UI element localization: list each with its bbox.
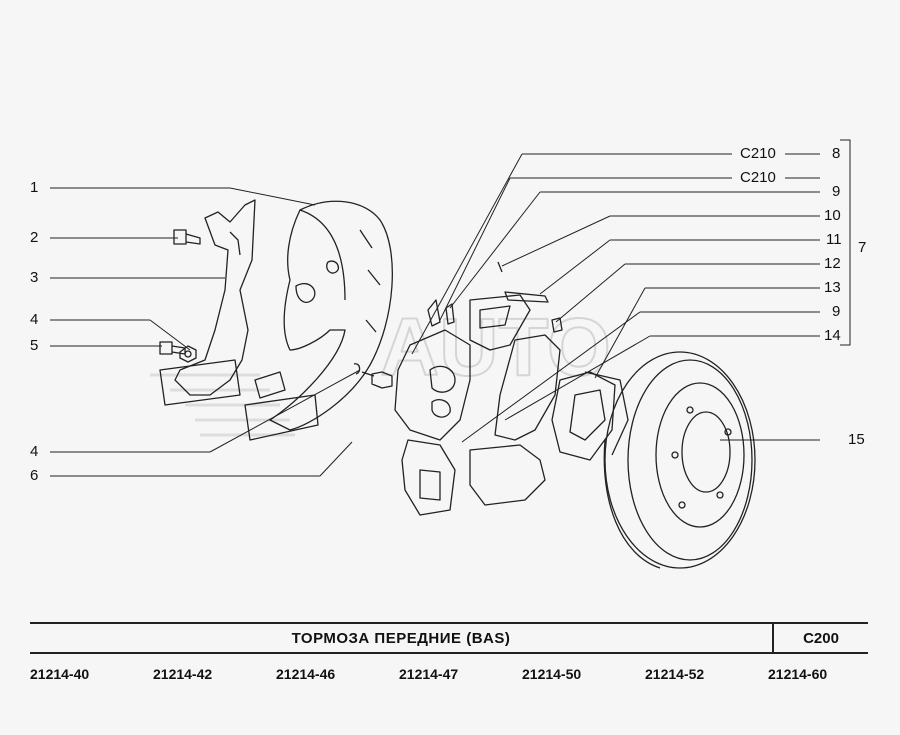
callout-4: 4 <box>30 311 39 328</box>
leader-lines <box>50 139 851 477</box>
callout-8: 8 <box>832 145 841 162</box>
callout-5: 5 <box>30 337 39 354</box>
model-code: 21214-50 <box>522 666 582 682</box>
callout-10: 10 <box>824 207 841 224</box>
model-code: 21214-47 <box>399 666 459 682</box>
diagram-title: ТОРМОЗА ПЕРЕДНИЕ (BAS) <box>30 624 774 652</box>
callout-9: 9 <box>832 183 841 200</box>
callout-11: 11 <box>826 231 842 248</box>
diagram-code: C200 <box>803 629 839 647</box>
callout-3: 3 <box>30 269 39 286</box>
callout-12: 12 <box>824 255 841 272</box>
brake-disc <box>603 351 756 569</box>
callout-9-lower: 9 <box>832 303 841 320</box>
shim-plates <box>159 359 319 441</box>
brake-pads <box>551 371 629 461</box>
svg-text:AUTO: AUTO <box>380 302 611 393</box>
callout-4-lower: 4 <box>30 443 39 460</box>
model-code: 21214-40 <box>30 666 90 682</box>
bolt-parts <box>159 229 393 389</box>
callout-15: 15 <box>848 431 865 448</box>
model-list: 21214-40 21214-42 21214-46 21214-47 2121… <box>0 666 900 686</box>
ref-c210-lower: C210 <box>740 169 776 186</box>
ref-c210-upper: C210 <box>740 145 776 162</box>
dust-shield-part <box>269 200 393 431</box>
callout-6: 6 <box>30 467 39 484</box>
caliper-part <box>394 294 561 516</box>
guide-pins <box>427 261 563 333</box>
title-block: ТОРМОЗА ПЕРЕДНИЕ (BAS) C200 <box>30 622 868 654</box>
callout-2: 2 <box>30 229 39 246</box>
model-code: 21214-52 <box>645 666 705 682</box>
callout-1: 1 <box>30 179 39 196</box>
model-code: 21214-46 <box>276 666 336 682</box>
watermark-logo: AUTO <box>150 301 612 437</box>
model-code: 21214-60 <box>768 666 828 682</box>
callout-14: 14 <box>824 327 841 344</box>
bracket-label-7: 7 <box>858 239 867 256</box>
bracket-part <box>174 199 256 396</box>
callout-13: 13 <box>824 279 841 296</box>
model-code: 21214-42 <box>153 666 213 682</box>
